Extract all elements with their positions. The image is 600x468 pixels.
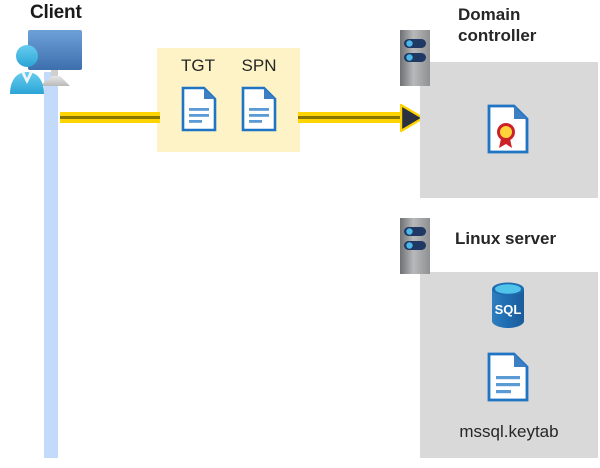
keytab-document-icon — [487, 352, 529, 402]
sql-icon-label: SQL — [495, 302, 522, 317]
spn-document-icon — [241, 86, 277, 132]
domain-controller-server-rack-icon — [400, 30, 430, 86]
user-monitor-icon — [4, 24, 96, 96]
client-title: Client — [30, 2, 82, 23]
flow-line-left — [60, 112, 160, 123]
flow-arrowhead-icon — [400, 104, 424, 132]
linux-server-title: Linux server — [455, 228, 600, 249]
linux-server-rack-icon — [400, 218, 430, 274]
token-label-tgt: TGT — [181, 56, 215, 75]
certificate-icon — [487, 104, 529, 154]
sql-database-icon: SQL — [487, 280, 529, 330]
client-lifeline — [44, 72, 58, 458]
domain-controller-title-line1: Domain — [458, 5, 521, 24]
tgt-document-icon — [181, 86, 217, 132]
flow-line-right — [298, 112, 406, 123]
keytab-filename-label: mssql.keytab — [459, 422, 559, 441]
domain-controller-title-line2: controller — [458, 26, 537, 45]
linux-server-title-line1: Linux server — [455, 229, 557, 248]
token-label-spn: SPN — [241, 56, 277, 75]
domain-controller-title: Domain controller — [458, 4, 598, 46]
